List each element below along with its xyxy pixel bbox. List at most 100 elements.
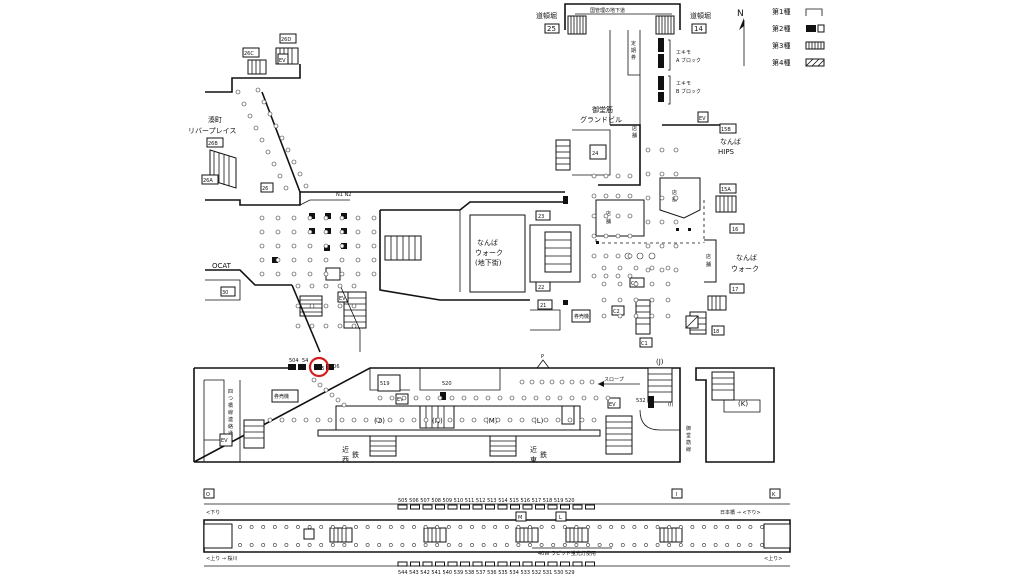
pillar-dot xyxy=(275,229,281,235)
passage-4: 線 xyxy=(228,409,233,416)
pillar-dot xyxy=(591,253,597,259)
pillar-dot xyxy=(567,417,573,423)
pillar-dot xyxy=(354,525,358,529)
platform-bottom-codes: 544 543 542 541 540 539 538 537 536 535 … xyxy=(398,570,575,576)
pillar-dot xyxy=(255,87,261,93)
pillar-dot xyxy=(461,395,467,401)
pillar-dot xyxy=(603,253,609,259)
pillar-dots-upper xyxy=(235,87,679,329)
pillar-dot xyxy=(615,213,621,219)
pillar-dot xyxy=(665,297,671,303)
pillar-dot xyxy=(247,113,253,119)
pillar-dot xyxy=(339,257,345,263)
pillar-dot xyxy=(459,417,465,423)
pillar-dot xyxy=(485,395,491,401)
pillar-dot xyxy=(495,417,501,423)
pillar-dot xyxy=(458,525,463,529)
door-marker xyxy=(472,504,483,510)
pillar-dot xyxy=(603,233,609,239)
pillar-dot xyxy=(249,525,254,529)
pillar-dot xyxy=(557,395,563,401)
pillar-dot xyxy=(645,243,651,249)
pillar-dot xyxy=(341,402,347,408)
pillar-dot xyxy=(516,525,521,529)
pillar-dot xyxy=(355,271,361,277)
pillar-dot xyxy=(259,243,265,249)
pillar-dot xyxy=(309,323,315,329)
pillar-dot xyxy=(425,395,431,401)
pillar-dot xyxy=(531,417,537,423)
pillar-dot xyxy=(323,303,329,309)
code-532: 532 xyxy=(636,398,646,404)
pillar-dot xyxy=(644,525,648,529)
pillar-dot xyxy=(238,525,242,529)
pillar-dot xyxy=(760,543,764,547)
pillar-dot xyxy=(291,243,297,249)
pillar-dot xyxy=(603,193,609,199)
pillar-dot xyxy=(470,525,474,529)
pillar-dot xyxy=(497,395,503,401)
pillar-dot xyxy=(659,171,665,177)
stair-platform-k xyxy=(659,527,683,543)
pillar-dot xyxy=(272,543,277,547)
pillar-dot xyxy=(690,525,695,529)
pillar-dot xyxy=(591,213,597,219)
platform-i: I xyxy=(676,492,677,498)
legend-icon-4 xyxy=(805,58,825,67)
pillar-dot xyxy=(615,253,621,259)
pillar-dot xyxy=(665,265,671,271)
door-marker xyxy=(472,561,483,567)
stair-23 xyxy=(544,231,572,273)
legend-icon-2 xyxy=(806,25,816,32)
pillar-dot xyxy=(309,283,315,289)
pillar-dot xyxy=(437,395,443,401)
pillar-dot xyxy=(291,215,297,221)
pillar-dot xyxy=(447,417,453,423)
stair-platform-m xyxy=(515,527,539,543)
pillar-dot xyxy=(351,323,357,329)
pillar-dot xyxy=(632,525,637,529)
door-marker xyxy=(447,504,458,510)
minato-1: 湊町 xyxy=(208,115,222,124)
pillar-dot xyxy=(569,395,575,401)
ev-519: EV xyxy=(397,397,404,403)
midosuji-grand-2: グランドビル xyxy=(580,115,622,124)
pillar-dot xyxy=(423,417,429,423)
pillar-dot xyxy=(330,525,335,529)
pillar-dot xyxy=(307,229,313,235)
midosuji-grand-1: 御堂筋 xyxy=(592,105,613,114)
p-mark: P xyxy=(541,354,544,360)
pillar-dot xyxy=(627,213,633,219)
stair-24 xyxy=(555,139,571,171)
pillar-dot xyxy=(601,265,607,271)
door-marker xyxy=(410,561,420,567)
pillar-dot xyxy=(259,215,265,221)
north-label: N xyxy=(737,9,744,19)
pillar-dot xyxy=(275,257,281,263)
pillar-dot xyxy=(667,543,672,547)
pillar-dot xyxy=(633,297,639,303)
stair-k xyxy=(711,371,735,401)
highlight-circle xyxy=(308,356,330,378)
door-marker xyxy=(535,561,545,567)
exit-code-26a: 26A xyxy=(203,178,213,184)
pillar-dot xyxy=(632,543,637,547)
pillar-dot xyxy=(295,283,301,289)
pillar-dot xyxy=(399,417,405,423)
door-marker xyxy=(572,561,583,567)
stair-17 xyxy=(707,295,727,311)
pillar-dot xyxy=(291,159,297,165)
pillar-dot xyxy=(645,195,651,201)
pillar-dot xyxy=(388,525,393,529)
pillar-dot xyxy=(615,193,621,199)
pillar-dot xyxy=(285,147,291,153)
platform-right-top: 日本橋 → <下り> xyxy=(720,509,761,516)
kinnishi-1: 近 xyxy=(342,445,349,454)
pillar-dot xyxy=(507,417,513,423)
shop-label-r3: 店 xyxy=(706,253,711,260)
pillar-dot xyxy=(311,377,317,383)
pillar-dot xyxy=(351,417,357,423)
pillar-dot xyxy=(339,215,345,221)
pillar-dot xyxy=(435,417,441,423)
pillar-dot xyxy=(545,395,551,401)
